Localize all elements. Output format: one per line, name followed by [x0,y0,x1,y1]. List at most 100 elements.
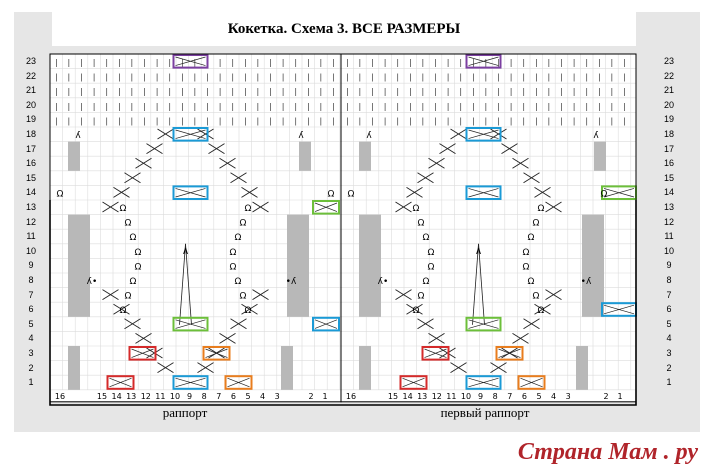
knit-stitch: | [320,73,323,82]
row-number: 10 [25,245,36,256]
cable-line [402,377,425,388]
knit-stitch: | [257,58,260,67]
rapport-label: раппорт [162,405,208,420]
knit-stitch: | [472,73,475,82]
column-number: 10 [461,392,471,401]
knit-stitch: | [181,116,184,125]
knit-stitch: | [231,102,234,111]
knit-stitch: | [359,73,362,82]
twisted-stitch: Ω [57,189,64,199]
knit-stitch: | [459,58,462,67]
knit-stitch: | [244,87,247,96]
knit-stitch: | [434,102,437,111]
twisted-stitch: Ω [528,277,535,287]
cable-line [468,188,499,198]
knit-stitch: | [623,58,626,67]
cable-line [520,377,543,388]
knit-stitch: | [359,116,362,125]
cable-line [175,56,206,66]
knit-stitch: | [598,58,601,67]
column-number: 8 [202,392,207,401]
row-number: 13 [25,202,36,212]
gray-block [287,214,309,317]
row-number: 9 [666,260,672,271]
knit-stitch: | [535,87,538,96]
knit-stitch: | [548,73,551,82]
gray-block [594,141,606,171]
row-number: 1 [28,377,34,388]
knit-stitch: | [560,58,563,67]
knit-stitch: | [93,116,96,125]
knit-stitch: | [548,87,551,96]
knit-stitch: | [560,87,563,96]
twisted-stitch: Ω [235,277,242,287]
twisted-stitch: Ω [245,204,252,214]
knit-stitch: | [384,116,387,125]
knit-stitch: | [55,58,58,67]
row-number: 7 [28,289,34,300]
knit-stitch: | [206,87,209,96]
row-number: 16 [25,158,36,169]
row-number: 2 [666,362,672,373]
twisted-stitch: Ω [130,277,137,287]
knit-stitch: | [371,116,374,125]
row-number: 10 [663,245,674,256]
knit-stitch: | [371,58,374,67]
knit-stitch: | [359,87,362,96]
orange-cable-box [495,346,524,361]
knit-stitch: | [143,87,146,96]
knit-stitch: | [359,58,362,67]
knit-stitch: | [623,87,626,96]
knit-stitch: | [68,87,71,96]
gray-block [68,214,90,317]
gray-block [359,214,381,317]
knit-stitch: | [560,116,563,125]
knit-stitch: | [585,58,588,67]
cross-stitch [135,157,152,169]
knit-stitch: | [294,73,297,82]
cross-stitch [241,303,258,315]
decrease-line [185,243,192,325]
knit-stitch: | [80,58,83,67]
column-number: 8 [493,392,498,401]
column-number: 5 [245,392,250,401]
knit-stitch: | [269,58,272,67]
gray-block [281,346,293,390]
knit-stitch: | [244,73,247,82]
cross-stitch [450,128,467,140]
knit-stitch: | [80,73,83,82]
gray-block [576,346,588,390]
knit-stitch: | [447,58,450,67]
knit-stitch: | [396,116,399,125]
knit-stitch: | [118,116,121,125]
knit-stitch: | [396,58,399,67]
row-number: 20 [663,99,674,110]
row-number: 17 [663,143,674,154]
cross-stitch [450,362,467,373]
row-number: 19 [25,114,36,125]
cable-line [468,319,499,329]
knit-stitch: | [447,73,450,82]
knit-stitch: | [55,102,58,111]
knit-stitch: | [522,58,525,67]
twisted-stitch: Ω [423,233,430,243]
knit-stitch: | [194,116,197,125]
knit-stitch: | [156,102,159,111]
cross-stitch [512,157,529,169]
column-number: 4 [551,392,556,401]
gray-block [68,346,80,390]
column-number: 11 [155,392,165,401]
knit-stitch: | [573,116,576,125]
knit-stitch: | [257,87,260,96]
cross-stitch [417,172,434,184]
first-rapport-label: первый раппорт [440,405,530,420]
knit-stitch: | [409,58,412,67]
cross-stitch [102,201,119,213]
cross-stitch [230,318,247,330]
twisted-stitch: Ω [245,306,252,316]
twisted-stitch: Ω [348,189,355,199]
knit-stitch: | [282,116,285,125]
twisted-stitch: Ω [601,189,608,199]
knit-stitch: | [206,102,209,111]
knit-stitch: | [396,102,399,111]
